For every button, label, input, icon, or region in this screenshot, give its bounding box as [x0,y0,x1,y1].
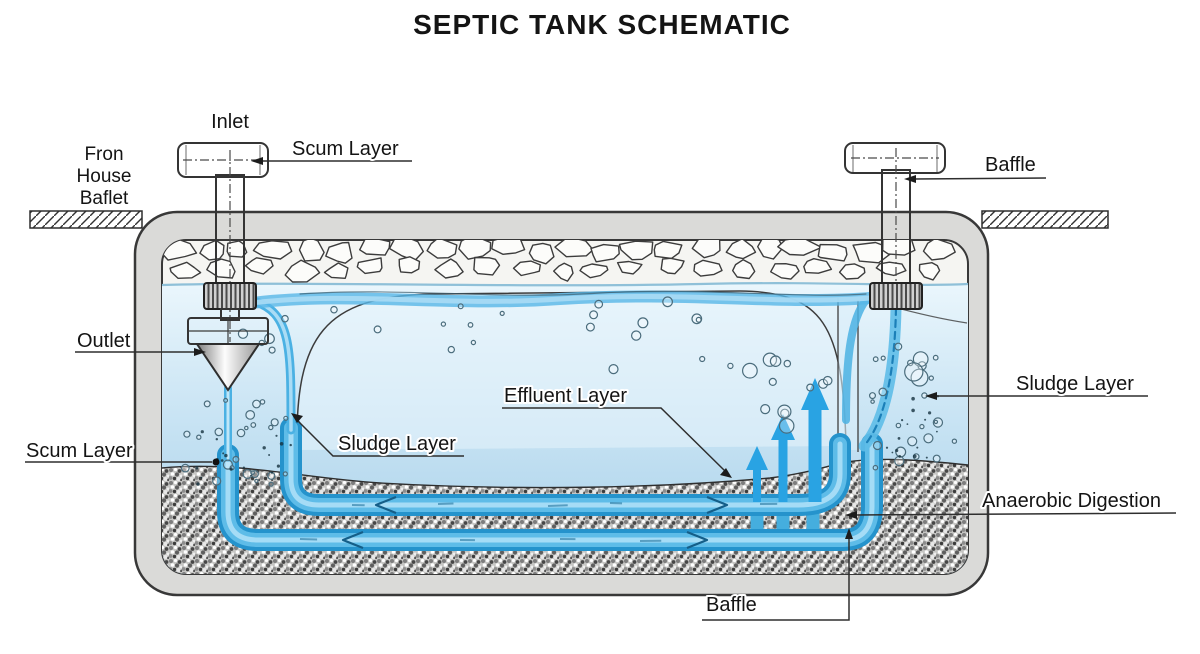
labels: Inlet Fron House Baflet Scum Layer Baffl… [24,109,1163,618]
anaerobic-digestion-arrowhead [845,511,857,519]
label-from-house-line3: Baflet [80,188,129,209]
sludge-layer-left-arrowhead [291,413,303,423]
up-arrow-small-shaft [753,466,761,502]
page-title: SEPTIC TANK SCHEMATIC [413,9,791,40]
label-baffle-bottom: Baffle [706,594,757,616]
outlet-neck-pipe [220,308,240,321]
label-inlet: Inlet [211,111,249,133]
ground-strip-left [29,210,143,229]
recirculation-pipes [217,417,883,551]
baffle-tee-pipe [844,142,946,174]
scum-layer-top-arrowhead [251,157,263,165]
up-arrow-large-shaft [808,406,822,502]
effluent-layer-arrowhead [720,468,732,478]
baffle-knurled-coupling [869,282,923,310]
scum-layer-left-dot [212,458,220,466]
particle-specks [195,395,940,486]
label-sludge-layer-left: Sludge Layer [338,433,456,455]
sludge-layer-right-arrowhead [925,392,937,400]
outlet-crossbar-lines [188,318,268,344]
bubbles [180,296,958,487]
right-dashed-stream-line [862,306,898,448]
anaerobic-digestion-leader [854,512,1177,516]
baffle-bottom-leader [702,534,850,621]
tank-contents [162,240,968,574]
pipe-turbulence-marks [299,502,778,542]
outlet-arrowhead [194,348,206,356]
pipe-flow-arrows [341,495,729,550]
leader-lines [25,157,1177,621]
baffle-down-stream [842,296,870,424]
flow-streams [224,290,902,462]
up-arrow-large-head [801,378,829,410]
label-anaerobic-digestion: Anaerobic Digestion [982,490,1161,512]
effluent-layer-boundary [296,290,847,451]
up-arrow-medium-head [771,414,795,440]
baffle-top-leader [913,177,1047,180]
label-from-house-line2: House [77,166,132,187]
label-from-house-line1: Fron [84,144,123,165]
label-baffle-top: Baffle [985,154,1036,176]
ground-strip-right [981,210,1109,229]
label-sludge-layer-right: Sludge Layer [1016,373,1134,395]
inlet-knurled-coupling [203,282,257,310]
label-scum-layer-top: Scum Layer [292,138,399,160]
inlet-assembly [177,142,269,392]
baffle-bottom-arrowhead [845,528,853,539]
effluent-layer-leader [502,407,726,472]
baffle-top-arrowhead [904,175,916,183]
gas-up-arrows [746,378,829,502]
label-scum-layer-left: Scum Layer [26,440,133,462]
scum-blobs [162,240,956,283]
surface-wavelet [299,290,867,296]
up-arrow-medium-shaft [778,436,788,502]
label-outlet: Outlet [77,330,131,352]
up-arrow-small-head [746,446,768,470]
inlet-tee-pipe [177,142,269,178]
outlet-cone [195,343,261,392]
baffle-assembly [844,142,946,310]
label-effluent-layer: Effluent Layer [504,385,627,407]
sludge-layer-left-leader [297,420,464,457]
